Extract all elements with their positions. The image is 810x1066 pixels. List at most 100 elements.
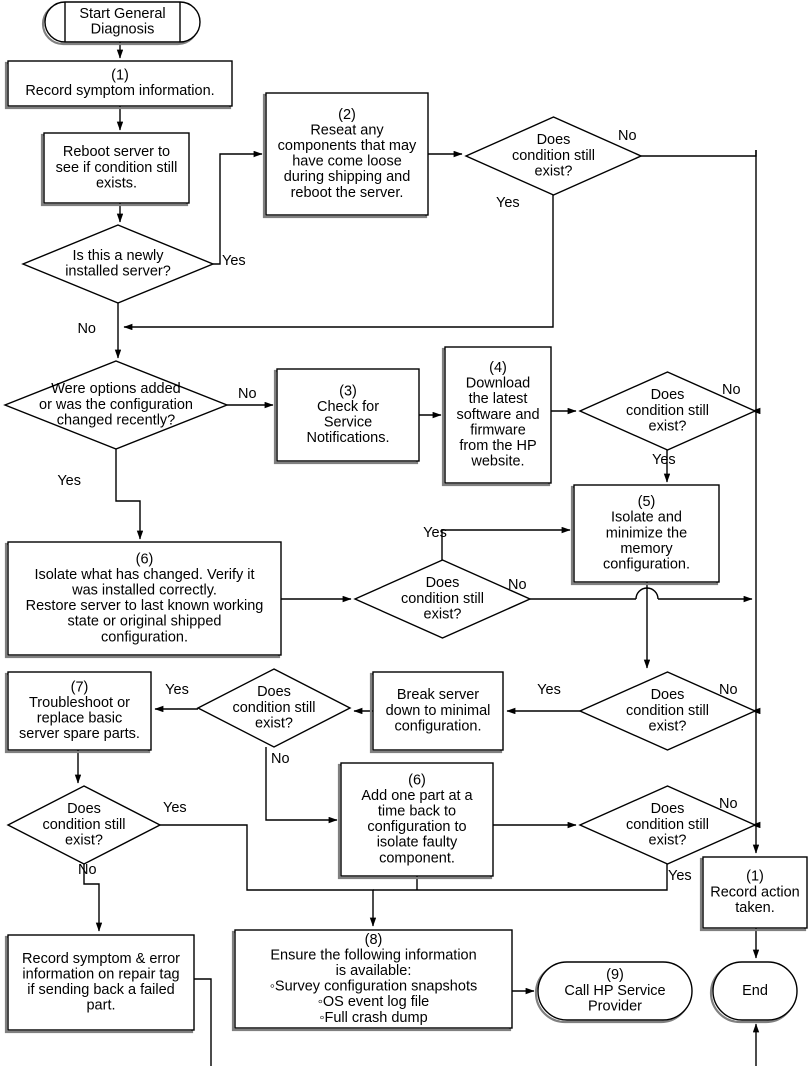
- node-p1[interactable]: (1)Record symptom information.: [4, 60, 233, 110]
- node-p2-line: (2): [338, 107, 356, 123]
- node-d-cond7-line: Does: [651, 801, 685, 817]
- node-p4-line: the latest: [469, 391, 528, 407]
- node-d-cond5-line: exist?: [649, 718, 687, 734]
- node-p6b-line: Add one part at a: [361, 788, 473, 804]
- node-p1-line: Record symptom information.: [25, 83, 214, 99]
- node-p5-line: (5): [638, 494, 656, 510]
- node-p6b-line: (6): [408, 772, 426, 788]
- node-start-line: Diagnosis: [91, 22, 155, 38]
- node-p8-line: ◦Full crash dump: [319, 1010, 427, 1026]
- node-p-break-line: down to minimal: [386, 703, 491, 719]
- node-p4-line: software and: [456, 407, 539, 423]
- node-d-options-line: changed recently?: [57, 412, 176, 428]
- node-d-cond1-line: condition still: [512, 148, 595, 164]
- node-p8-line: ◦Survey configuration snapshots: [270, 979, 477, 995]
- edge-label-no-newly: No: [77, 321, 96, 337]
- node-p5-line: Isolate and: [611, 510, 682, 526]
- node-p3-line: Service: [324, 415, 372, 431]
- connector-cond1-no-to-right-bus: [641, 150, 757, 157]
- node-p2-line: reboot the server.: [291, 185, 404, 201]
- node-p-action-line: Record action: [710, 884, 799, 900]
- node-d-cond1-line: Does: [537, 132, 571, 148]
- node-d-options-line: or was the configuration: [39, 397, 193, 413]
- connector-options-yes-to-p6a: [115, 449, 144, 540]
- edge-label-yes-cond4: Yes: [165, 682, 189, 698]
- node-d-cond4-line: exist?: [255, 715, 293, 731]
- edge-label-yes-cond5: Yes: [537, 682, 561, 698]
- node-d-cond6-line: exist?: [65, 832, 103, 848]
- node-p6b-line: isolate faulty: [377, 835, 458, 851]
- node-d-newly-line: Is this a newly: [72, 248, 164, 264]
- node-p6a-line: Restore server to last known working: [26, 598, 264, 614]
- node-d-cond7-line: exist?: [649, 832, 687, 848]
- node-p-break-line: configuration.: [394, 718, 481, 734]
- node-p3-line: (3): [339, 383, 357, 399]
- connector-cond6-yes-to-p8: [160, 824, 377, 927]
- node-d-cond2-line: condition still: [626, 403, 709, 419]
- node-p4-line: (4): [489, 360, 507, 376]
- node-d-cond1-line: exist?: [535, 163, 573, 179]
- edge-label-no-cond3: No: [508, 577, 527, 593]
- node-d-cond4-line: condition still: [232, 700, 315, 716]
- edge-label-no-cond2: No: [722, 382, 741, 398]
- connector-cond4-no-to-p6b: [265, 747, 338, 824]
- edge-label-yes-newly: Yes: [222, 253, 246, 269]
- node-p4-line: Download: [466, 376, 531, 392]
- node-p-record-line: part.: [86, 998, 115, 1014]
- node-end[interactable]: End: [709, 961, 798, 1024]
- node-end-line: End: [742, 983, 768, 999]
- node-p6b-line: time back to: [378, 804, 456, 820]
- node-p-break-line: Break server: [397, 687, 479, 703]
- node-p2-line: during shipping and: [284, 169, 411, 185]
- edge-label-yes-cond2: Yes: [652, 452, 676, 468]
- node-p6b-line: configuration to: [367, 819, 466, 835]
- node-p7-line: (7): [71, 679, 89, 695]
- node-p9-line: (9): [606, 967, 624, 983]
- node-p2-line: components that may: [278, 138, 417, 154]
- node-p8-line: (8): [365, 932, 383, 948]
- node-p8-line: Ensure the following information: [270, 947, 476, 963]
- node-p-action-line: (1): [746, 869, 764, 885]
- edge-label-yes-options: Yes: [57, 473, 81, 489]
- node-p2-line: have come loose: [292, 154, 402, 170]
- node-p-record-line: information on repair tag: [22, 967, 179, 983]
- edge-label-no-cond1: No: [618, 128, 637, 144]
- edge-label-yes-cond3: Yes: [423, 525, 447, 541]
- node-p3-line: Notifications.: [306, 430, 389, 446]
- node-p-reboot-line: see if condition still: [56, 160, 178, 176]
- node-d-cond6-line: condition still: [42, 817, 125, 833]
- node-p6a-line: state or original shipped: [68, 614, 222, 630]
- node-p8-line: ◦OS event log file: [318, 994, 430, 1010]
- connector-cond1-yes-to-junction: [123, 195, 554, 331]
- node-p7-line: server spare parts.: [19, 726, 140, 742]
- node-p5-line: configuration.: [603, 557, 690, 573]
- node-p6a[interactable]: (6)Isolate what has changed. Verify itwa…: [4, 541, 282, 659]
- node-p6a-line: Isolate what has changed. Verify it: [34, 567, 254, 583]
- node-p2-line: Reseat any: [310, 122, 384, 138]
- edge-label-yes-cond6: Yes: [163, 800, 187, 816]
- edge-label-no-cond4: No: [271, 751, 290, 767]
